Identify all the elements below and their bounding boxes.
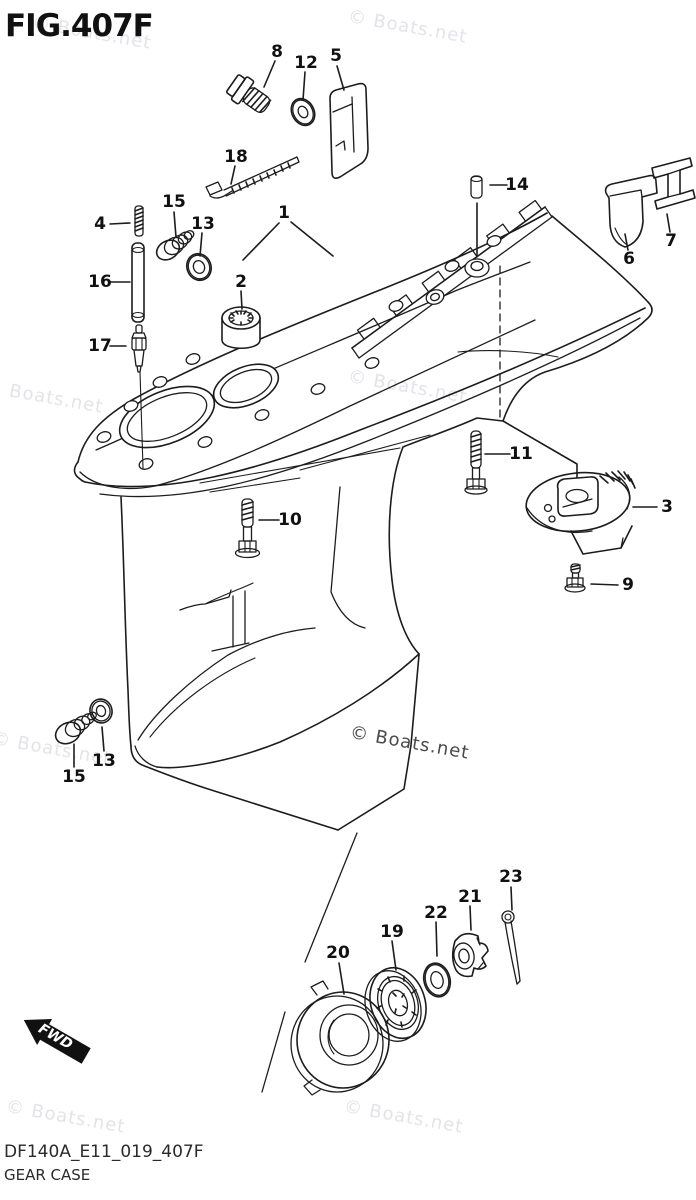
part-plate-5 [329, 82, 369, 179]
gear-case-body [73, 199, 653, 1093]
callout-4[interactable]: 4 [94, 214, 106, 234]
part-trim-tab-3 [525, 470, 636, 555]
part-stud-4 [134, 205, 144, 237]
callout-18[interactable]: 18 [224, 147, 248, 167]
callout-5[interactable]: 5 [330, 46, 342, 66]
part-bracket-7 [651, 157, 696, 210]
diagram-code: DF140A_E11_019_407F [4, 1142, 204, 1162]
part-pin-14 [470, 175, 483, 199]
diagram-footer: DF140A_E11_019_407F GEAR CASE [4, 1142, 204, 1184]
callout-2[interactable]: 2 [235, 272, 247, 292]
water-intake-slot [179, 582, 254, 652]
callout-22[interactable]: 22 [424, 903, 448, 923]
part-bracket-6 [604, 174, 658, 248]
part-bearing-19 [364, 966, 427, 1042]
part-bolt-11 [464, 430, 488, 495]
callout-3[interactable]: 3 [661, 497, 673, 517]
part-bolt-10 [234, 498, 261, 559]
flange-bores [118, 363, 280, 449]
part-tube-16 [131, 242, 145, 323]
part-cotter-pin-23 [501, 910, 521, 985]
part-plug-15-lower [54, 711, 97, 745]
diagram-name: GEAR CASE [4, 1166, 91, 1184]
part-plug-15-upper [155, 230, 195, 261]
callout-10[interactable]: 10 [278, 510, 302, 530]
callout-12[interactable]: 12 [294, 53, 318, 73]
figure-title: FIG.407F [5, 8, 154, 44]
castellated-ridge [351, 199, 553, 359]
flange-bolt-holes [96, 235, 502, 470]
serration-hatch [599, 470, 636, 489]
part-bolt-9 [564, 563, 586, 593]
callout-15-upper[interactable]: 15 [162, 192, 186, 212]
part-washer-13-lower [89, 698, 113, 724]
part-prop-housing-20 [290, 980, 390, 1096]
callout-8[interactable]: 8 [271, 42, 283, 62]
callout-20[interactable]: 20 [326, 943, 350, 963]
part-fitting-17 [131, 324, 147, 373]
callout-14[interactable]: 14 [505, 175, 529, 195]
part-strap-18 [205, 156, 300, 199]
prop-shaft-axis-line [261, 832, 358, 1093]
callout-13-upper[interactable]: 13 [191, 214, 215, 234]
part-washer-13-upper [185, 252, 213, 282]
leader-lines [73, 60, 671, 995]
callout-11[interactable]: 11 [509, 444, 533, 464]
callout-21[interactable]: 21 [458, 887, 482, 907]
callout-15-lower[interactable]: 15 [62, 767, 86, 787]
part-prop-nut-21 [451, 932, 489, 978]
callout-23[interactable]: 23 [499, 867, 523, 887]
callout-6[interactable]: 6 [623, 249, 635, 269]
part-washer-12 [290, 97, 316, 127]
callout-13-lower[interactable]: 13 [92, 751, 116, 771]
pin-hole-boss [464, 258, 490, 278]
callout-16[interactable]: 16 [88, 272, 112, 292]
callout-19[interactable]: 19 [380, 922, 404, 942]
part-washer-22 [422, 962, 452, 998]
bearing-boss [221, 306, 261, 350]
part-hex-bolt-8 [226, 74, 272, 113]
callout-9[interactable]: 9 [622, 575, 634, 595]
callout-1[interactable]: 1 [278, 203, 290, 223]
callout-7[interactable]: 7 [665, 231, 677, 251]
fwd-arrow [23, 1019, 91, 1064]
callout-17[interactable]: 17 [88, 336, 112, 356]
